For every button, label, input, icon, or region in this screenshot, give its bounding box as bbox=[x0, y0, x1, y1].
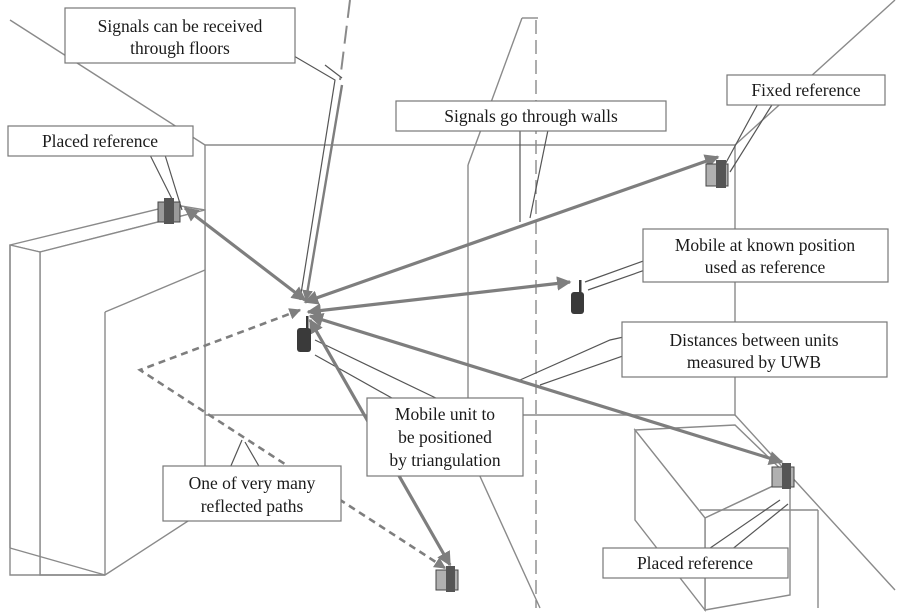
callout-mobile-known-line-2: used as reference bbox=[705, 257, 826, 277]
callout-mobile-unit-line-1: Mobile unit to bbox=[395, 404, 495, 424]
callout-mobile-known-line-1: Mobile at known position bbox=[675, 235, 856, 255]
callout-placed-ref-bottom: Placed reference bbox=[602, 547, 789, 579]
callout-distances-line-2: measured by UWB bbox=[687, 352, 821, 372]
cabinet-right bbox=[633, 424, 819, 612]
callout-fixed-ref-line-1: Fixed reference bbox=[751, 80, 861, 100]
handheld-radio-icon bbox=[571, 280, 584, 314]
callout-distances: Distances between units measured by UWB bbox=[621, 321, 888, 378]
callout-mobile-unit-line-3: by triangulation bbox=[389, 450, 501, 470]
callout-mobile-unit: Mobile unit to be positioned by triangul… bbox=[366, 397, 524, 477]
arrow-to-mobile-known bbox=[306, 276, 572, 318]
reflected-path bbox=[137, 308, 446, 570]
callout-floors-line-1: Signals can be received bbox=[98, 16, 263, 36]
callout-distances-line-1: Distances between units bbox=[669, 330, 838, 350]
handheld-radio-icon bbox=[297, 316, 311, 352]
wall-mounted-sensor-icon bbox=[157, 198, 181, 224]
wall-mounted-sensor-icon bbox=[771, 463, 795, 489]
callout-reflected: One of very many reflected paths bbox=[162, 465, 342, 522]
arrow-to-placed-ref-top bbox=[183, 206, 307, 302]
callout-reflected-line-2: reflected paths bbox=[201, 496, 304, 516]
callout-reflected-line-1: One of very many bbox=[189, 473, 316, 493]
callout-walls: Signals go through walls bbox=[395, 100, 667, 132]
wall-mounted-sensor-icon bbox=[705, 160, 729, 188]
callout-fixed-ref: Fixed reference bbox=[726, 74, 886, 106]
arrow-through-floor bbox=[302, 84, 344, 302]
callout-placed-ref-top-line-1: Placed reference bbox=[42, 131, 158, 151]
callout-mobile-unit-line-2: be positioned bbox=[398, 427, 492, 447]
wall-mounted-sensor-icon bbox=[435, 566, 459, 592]
callout-walls-line-1: Signals go through walls bbox=[444, 106, 618, 126]
callout-placed-ref-top: Placed reference bbox=[7, 125, 194, 157]
callout-floors-line-2: through floors bbox=[130, 38, 230, 58]
callout-mobile-known: Mobile at known position used as referen… bbox=[642, 228, 889, 283]
callout-floors: Signals can be received through floors bbox=[64, 7, 296, 64]
callout-placed-ref-bottom-line-1: Placed reference bbox=[637, 553, 753, 573]
